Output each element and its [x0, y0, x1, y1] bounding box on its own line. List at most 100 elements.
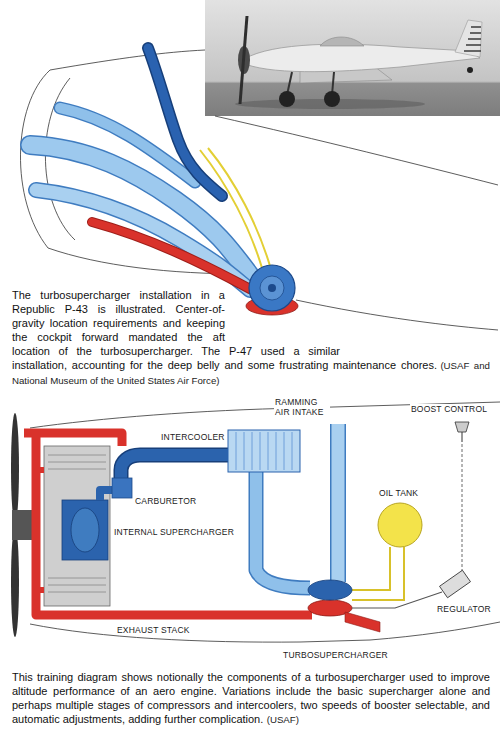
aircraft-photo: [279, 91, 295, 107]
oil-tank: [352, 503, 422, 600]
oil-lines: [200, 150, 262, 268]
aircraft-photo: [468, 38, 481, 40]
engine: [48, 462, 106, 463]
regulator: [352, 570, 470, 608]
engine: [48, 578, 106, 579]
engine: [44, 446, 110, 606]
carburetor: [112, 478, 132, 498]
caption-text: This training diagram shows notionally t…: [12, 671, 490, 725]
aircraft-photo: [471, 26, 481, 28]
intercooler: [276, 432, 277, 470]
propeller: [11, 413, 32, 637]
caption-block: The turbosupercharger installation in a …: [12, 288, 490, 388]
air-ducts: [332, 424, 345, 582]
air-ducts: [121, 455, 228, 478]
intake-ducts: [148, 48, 222, 196]
aircraft-photo: [467, 67, 473, 73]
exhaust-duct: [92, 222, 250, 289]
turbo-unit: [308, 580, 352, 600]
turbo-unit: [345, 612, 380, 632]
turbo-unit: [260, 276, 284, 300]
intercooler: [252, 432, 253, 470]
part-label: RAMMING AIR INTAKE: [274, 397, 330, 417]
turbo-unit: [246, 265, 298, 315]
engine: [48, 592, 106, 593]
air-ducts: [121, 455, 228, 478]
part-label: EXHAUST STACK: [116, 625, 191, 635]
oil-lines: [200, 148, 270, 268]
engine: [48, 469, 106, 470]
boost-control: [462, 432, 463, 442]
exhaust-duct: [92, 222, 250, 289]
intercooler: [244, 432, 245, 470]
aircraft-photo: [205, 0, 500, 116]
part-label: INTERCOOLER: [160, 432, 226, 442]
fuselage-outline: [30, 402, 500, 642]
engine: [48, 455, 106, 592]
boost-control: [462, 444, 463, 572]
intake-ducts: [148, 48, 222, 196]
engine: [71, 508, 99, 552]
exhaust-duct: [36, 470, 44, 590]
turbo-unit: [268, 284, 276, 292]
aircraft-photo: [464, 50, 481, 52]
aircraft-photo: [466, 44, 481, 46]
turbo-unit: [249, 265, 295, 311]
fuselage-outline: [30, 622, 500, 642]
oil-lines: [208, 148, 270, 266]
intake-ducts: [36, 190, 250, 290]
fuselage-outline: [50, 50, 205, 70]
fuselage-outline: [20, 50, 498, 330]
credit-text: (USAF): [267, 714, 299, 725]
air-ducts: [256, 472, 310, 588]
aircraft-photo: [320, 37, 364, 46]
regulator: [352, 592, 442, 608]
part-label: TURBOSUPERCHARGER: [282, 650, 389, 660]
engine: [48, 455, 106, 456]
part-label: REGULATOR: [436, 604, 492, 614]
air-ducts: [100, 424, 338, 588]
intercooler: [236, 432, 237, 470]
intercooler: [228, 430, 300, 472]
regulator: [440, 570, 471, 598]
fuselage-outline: [296, 300, 498, 330]
part-label: INTERNAL SUPERCHARGER: [113, 527, 235, 537]
intercooler: [236, 432, 292, 470]
oil-tank: [352, 547, 390, 590]
air-ducts: [100, 490, 112, 500]
aircraft-photo: [455, 20, 482, 57]
oil-tank: [352, 547, 404, 600]
intercooler: [268, 432, 269, 470]
intake-ducts: [36, 190, 250, 290]
caption-block: This training diagram shows notionally t…: [12, 670, 490, 727]
aircraft-photo: [240, 16, 247, 104]
aircraft-photo: [205, 0, 500, 116]
text-wrap-space: [225, 288, 490, 344]
engine: [48, 585, 106, 586]
intercooler: [284, 432, 285, 470]
intercooler: [228, 430, 300, 472]
propeller: [11, 527, 19, 637]
caption-text: The turbosupercharger installation in a …: [12, 289, 437, 371]
exhaust-duct: [92, 222, 250, 289]
part-label: OIL TANK: [378, 488, 419, 498]
intercooler: [260, 432, 261, 470]
part-label: CARBURETOR: [134, 496, 197, 506]
fuselage-outline: [215, 116, 498, 185]
turbo-unit: [308, 580, 380, 632]
aircraft-photo: [240, 44, 480, 71]
propeller: [12, 510, 32, 540]
engine: [62, 500, 108, 560]
boost-control: [455, 422, 469, 572]
boost-control: [455, 422, 469, 432]
intake-ducts: [30, 48, 252, 290]
regulator: [440, 570, 471, 598]
fuselage-outline: [30, 402, 500, 428]
air-ducts: [256, 472, 310, 588]
intercooler: [292, 432, 293, 470]
air-ducts: [330, 424, 346, 582]
aircraft-photo: [470, 32, 481, 34]
carburetor: [112, 478, 132, 498]
